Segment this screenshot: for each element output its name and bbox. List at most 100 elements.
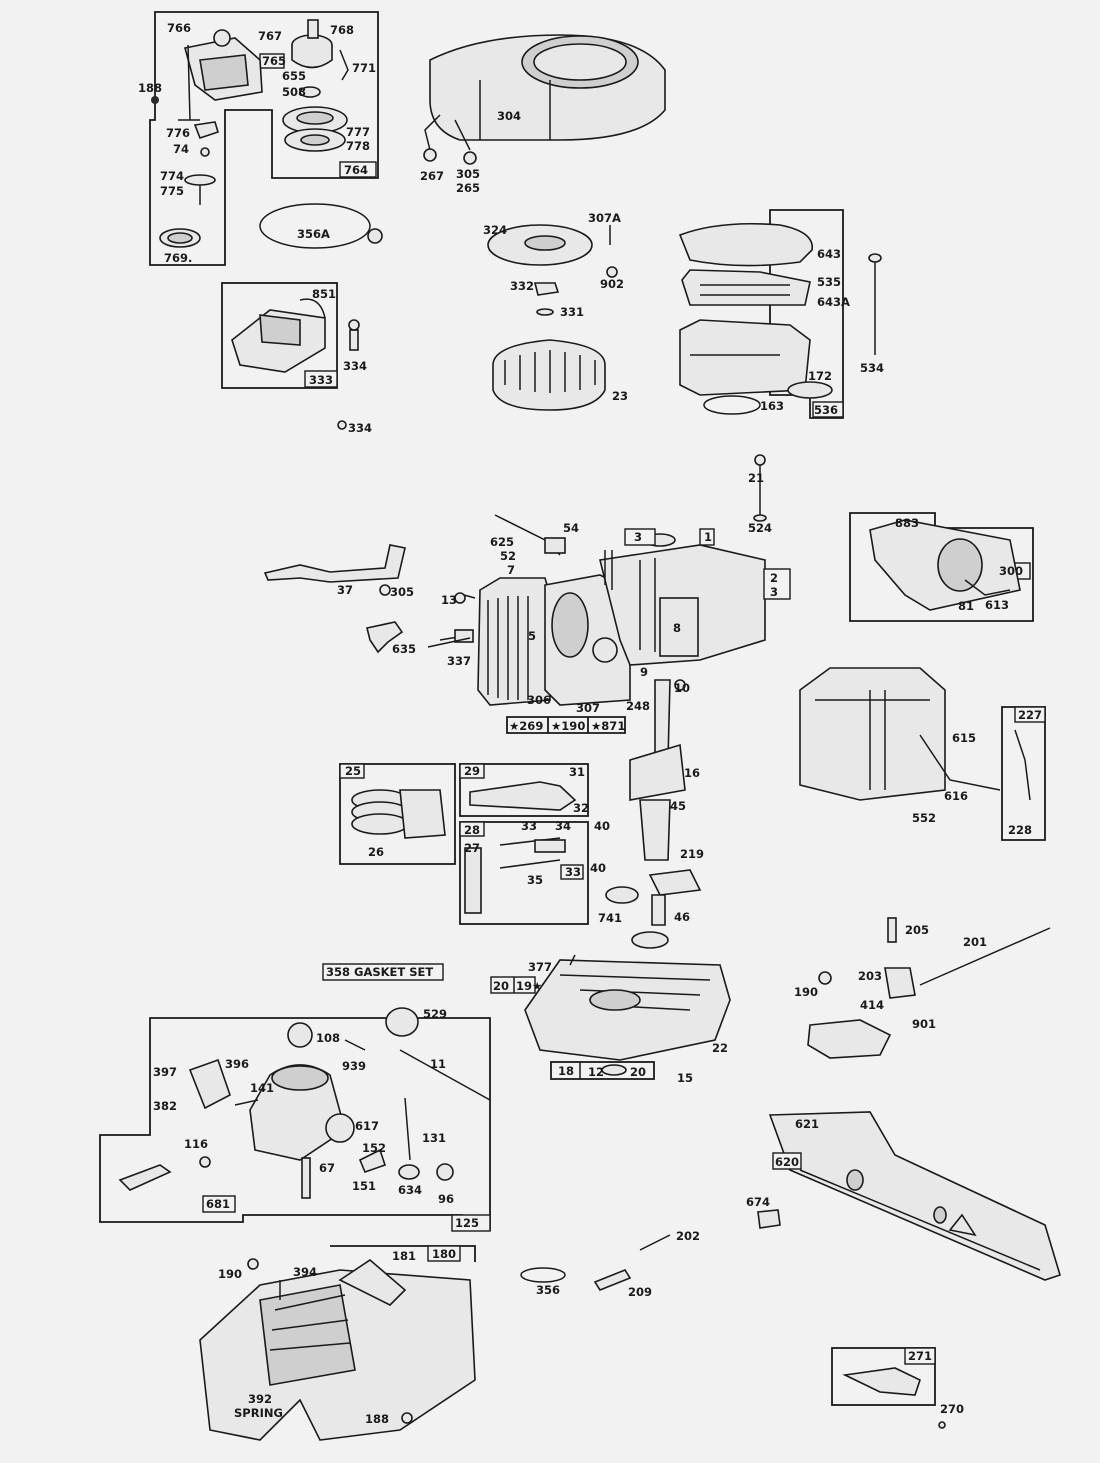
label-131: 131 (422, 1131, 446, 1145)
label-356A: 356A (297, 227, 330, 241)
label-248: 248 (626, 699, 650, 713)
label-270: 270 (940, 1402, 964, 1416)
label-333: 333 (309, 373, 333, 387)
label-396: 396 (225, 1057, 249, 1071)
label-209: 209 (628, 1285, 652, 1299)
label-674: 674 (746, 1195, 770, 1209)
label-741: 741 (598, 911, 622, 925)
label-15: 15 (677, 1071, 693, 1085)
air-cleaner-group: 643 535 643A 172 163 536 534 (678, 209, 884, 419)
label-334: 334 (343, 359, 367, 373)
label-5: 5 (528, 629, 536, 643)
label-52: 52 (500, 549, 516, 563)
carburetor-group: 529 108 939 11 397 396 382 141 617 131 1… (99, 1007, 491, 1232)
label-552: 552 (912, 811, 936, 825)
armature-group: 851 334 333 334 (221, 282, 372, 435)
label-125: 125 (455, 1216, 479, 1230)
label-635: 635 (392, 642, 416, 656)
label-152: 152 (362, 1141, 386, 1155)
label-13: 13 (441, 593, 457, 607)
label-771: 771 (352, 61, 376, 75)
label-10: 10 (674, 681, 690, 695)
label-172: 172 (808, 369, 832, 383)
label-634: 634 (398, 1183, 422, 1197)
link-group: 37 305 635 337 (263, 544, 471, 668)
base-frame-group: 621 620 674 (746, 1111, 1061, 1281)
label-508: 508 (282, 85, 306, 99)
label-394: 394 (293, 1265, 317, 1279)
misc-parts-group: 202 356 209 (520, 1229, 700, 1299)
label-358-gasket-set: 358 GASKET SET (326, 965, 433, 979)
blower-housing-group: 304 267 305 265 (420, 34, 666, 195)
label-201: 201 (963, 935, 987, 949)
label-9: 9 (640, 665, 648, 679)
label-534: 534 (860, 361, 884, 375)
label-535: 535 (817, 275, 841, 289)
label-27: 27 (464, 841, 480, 855)
muffler-group: 883 300 81 613 (849, 512, 1034, 622)
rod-valve-group: 29 31 32 28 27 33 34 40 35 33 40 (459, 763, 610, 925)
label-766: 766 (167, 21, 191, 35)
label-774: 774 (160, 169, 184, 183)
label-536: 536 (814, 403, 838, 417)
label-269: ★269 (509, 719, 543, 733)
label-22: 22 (712, 1041, 728, 1055)
label-655: 655 (282, 69, 306, 83)
label-613: 613 (985, 598, 1009, 612)
label-939: 939 (342, 1059, 366, 1073)
label-304: 304 (497, 109, 521, 123)
label-414: 414 (860, 998, 884, 1012)
label-190-b: 190 (218, 1267, 242, 1281)
label-219: 219 (680, 847, 704, 861)
label-377: 377 (528, 960, 552, 974)
label-7: 7 (507, 563, 515, 577)
label-871: ★871 (591, 719, 625, 733)
label-382: 382 (153, 1099, 177, 1113)
label-21: 21 (748, 471, 764, 485)
label-spring: SPRING (234, 1406, 283, 1420)
label-108: 108 (316, 1031, 340, 1045)
label-524: 524 (748, 521, 772, 535)
label-40-b: 40 (590, 861, 606, 875)
label-901: 901 (912, 1017, 936, 1031)
flywheel-group: 324 307A 902 332 331 23 (483, 211, 628, 411)
label-32: 32 (573, 801, 589, 815)
label-392: 392 (248, 1392, 272, 1406)
label-271: 271 (908, 1349, 932, 1363)
label-33-b: 33 (565, 865, 581, 879)
label-205: 205 (905, 923, 929, 937)
label-625: 625 (490, 535, 514, 549)
label-190-star: ★190 (551, 719, 585, 733)
label-643A: 643A (817, 295, 850, 309)
label-46: 46 (674, 910, 690, 924)
label-31: 31 (569, 765, 585, 779)
governor-linkage-group: 205 201 203 190 414 901 (794, 917, 1051, 1059)
label-777: 777 (346, 125, 370, 139)
label-332: 332 (510, 279, 534, 293)
label-306: 306 (527, 693, 551, 707)
label-620: 620 (775, 1155, 799, 1169)
lever-group: 271 270 (831, 1347, 964, 1429)
label-324: 324 (483, 223, 507, 237)
label-116: 116 (184, 1137, 208, 1151)
label-25: 25 (345, 764, 361, 778)
label-615: 615 (952, 731, 976, 745)
label-765: 765 (262, 54, 286, 68)
label-188: 188 (138, 81, 162, 95)
label-331: 331 (560, 305, 584, 319)
label-190: 190 (794, 985, 818, 999)
label-778: 778 (346, 139, 370, 153)
label-12: 12 (588, 1065, 604, 1079)
label-307A: 307A (588, 211, 621, 225)
label-356: 356 (536, 1283, 560, 1297)
label-769: 769. (164, 251, 192, 265)
label-227: 227 (1018, 708, 1042, 722)
label-337: 337 (447, 654, 471, 668)
label-305-b: 305 (390, 585, 414, 599)
label-180: 180 (432, 1247, 456, 1261)
label-33: 33 (521, 819, 537, 833)
label-768: 768 (330, 23, 354, 37)
label-643: 643 (817, 247, 841, 261)
label-3-b: 3 (770, 585, 778, 599)
label-29: 29 (464, 764, 480, 778)
